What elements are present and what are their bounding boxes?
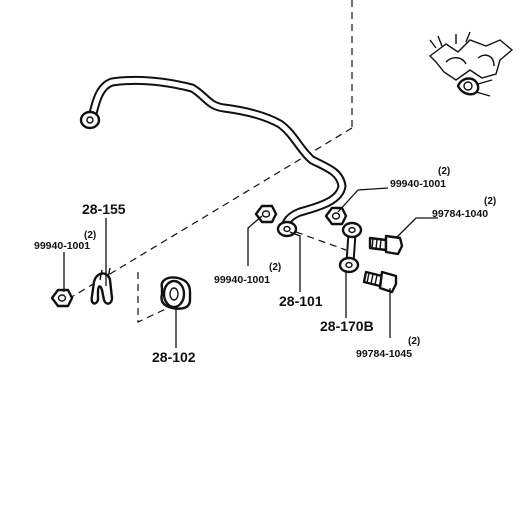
suspension-arm-fragment [428,31,514,97]
label-99940-1001-middle-qty: (2) [269,262,281,273]
leader-99940-1001-right [337,187,389,213]
label-99784-1040: 99784-1040 [432,208,488,220]
label-28-102: 28-102 [152,349,196,365]
label-99940-1001-left: 99940-1001 [34,240,90,252]
label-28-155: 28-155 [82,201,126,217]
label-99940-1001-right-qty: (2) [438,166,450,177]
label-99784-1040-qty: (2) [484,196,496,207]
bolt-upper [368,234,404,256]
label-99940-1001-left-qty: (2) [84,230,96,241]
bolt-lower [362,270,398,294]
label-28-101: 28-101 [279,293,323,309]
label-99940-1001-right: 99940-1001 [390,178,446,190]
nut-left [50,288,74,308]
bushing-part [160,276,192,310]
link-dashed-line [295,231,347,251]
leader-28-101 [289,231,301,292]
stabilizer-link-part [338,221,363,274]
label-28-170b: 28-170B [320,318,374,334]
label-99784-1045: 99784-1045 [356,348,412,360]
leader-99784-1040 [395,217,438,239]
bushing-dashed-box [137,272,173,323]
nut-middle [254,204,278,224]
leader-99940-1001-middle [247,215,263,266]
stabilizer-bar [79,75,347,238]
label-99784-1045-qty: (2) [408,336,420,347]
nut-right [324,206,348,226]
label-99940-1001-middle: 99940-1001 [214,274,270,286]
clamp-bracket-part [90,267,114,305]
